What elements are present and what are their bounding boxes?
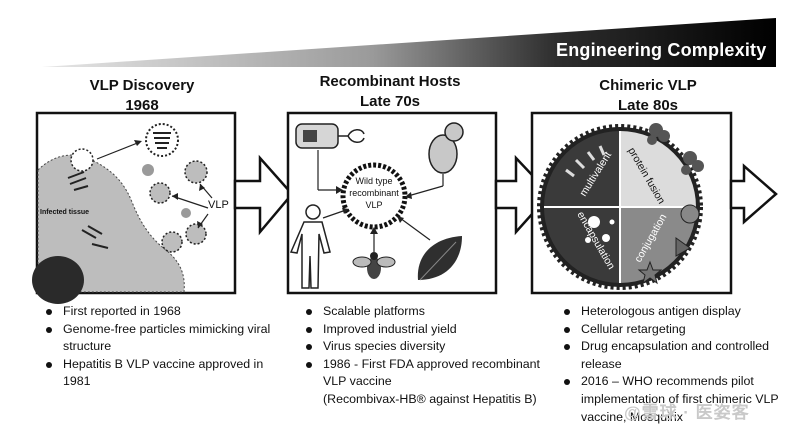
stage-title-chimeric-vlp: Chimeric VLP Late 80s (548, 76, 748, 116)
encapsulated-cargo (585, 216, 615, 243)
stage-name: Recombinant Hosts (319, 73, 461, 90)
stage-arrow-3 (729, 163, 778, 225)
bullet-item: First reported in 1968 (42, 303, 282, 321)
bullet-item: Heterologous antigen display (560, 303, 796, 321)
bullet-list-recombinant-hosts: Scalable platforms Improved industrial y… (302, 303, 547, 409)
bullet-item: Scalable platforms (302, 303, 547, 321)
quadrant-encapsulation (544, 207, 620, 283)
bullet-list-vlp-discovery: First reported in 1968 Genome-free parti… (42, 303, 282, 391)
bullet-item: Drug encapsulation and controlled releas… (560, 338, 796, 373)
nucleus-shape (32, 256, 84, 304)
stage-title-vlp-discovery: VLP Discovery 1968 (42, 76, 242, 116)
stage-arrow-1 (233, 154, 294, 236)
panel-recombinant-hosts: Wild type recombinant VLP (286, 111, 498, 295)
stage-name: Chimeric VLP (599, 77, 697, 94)
conjugate-triangle-icon (675, 237, 691, 257)
vlp-particles (142, 123, 208, 253)
stage-title-recombinant-hosts: Recombinant Hosts Late 70s (290, 72, 490, 112)
conjugate-star-icon (637, 260, 663, 285)
bullet-list-chimeric-vlp: Heterologous antigen display Cellular re… (560, 303, 796, 426)
stage-year: Late 70s (359, 93, 421, 110)
center-label-line-3: VLP (365, 200, 382, 210)
panel-chimeric-vlp: multivalent protein fusion encapsulation… (530, 111, 733, 295)
infected-tissue-label: Infected tissue (40, 209, 89, 216)
bacterium-icon (295, 123, 365, 149)
center-label-line-1: Wild type (355, 176, 392, 186)
human-icon (289, 204, 331, 289)
yeast-icon (428, 122, 464, 174)
center-label-line-2: recombinant (349, 188, 399, 198)
bullet-item: Improved industrial yield (302, 321, 547, 339)
vlp-label: VLP (208, 199, 229, 211)
bullet-item: Genome-free particles mimicking viral st… (42, 321, 282, 356)
leaf-icon (417, 236, 462, 281)
host-arrows (317, 150, 444, 252)
stage-name: VLP Discovery (89, 77, 195, 94)
banner-title: Engineering Complexity (556, 40, 767, 60)
protein-structure-icons (647, 123, 704, 175)
bullet-item: Cellular retargeting (560, 321, 796, 339)
quadrant-conjugation (620, 207, 696, 283)
viral-fragments (67, 171, 109, 249)
complexity-wedge (42, 18, 776, 67)
bullet-item: Hepatitis B VLP vaccine approved in 1981 (42, 356, 282, 391)
stage-year: 1968 (125, 97, 159, 114)
conjugate-sphere-icon (680, 204, 700, 224)
panel-vlp-discovery: Infected tissue VLP (32, 111, 237, 304)
bullet-continuation: (Recombivax-HB® against Hepatitis B) (323, 391, 537, 406)
quadrant-protein-fusion (620, 131, 696, 207)
bullet-item: 2016 – WHO recommends pilot implementati… (560, 373, 796, 426)
watermark: @雪球 · 医姿客 (624, 403, 750, 422)
multivalent-marks (565, 145, 606, 178)
stage-year: Late 80s (617, 97, 679, 114)
fly-icon (352, 252, 396, 279)
bullet-item: 1986 - First FDA approved recombinant VL… (302, 356, 547, 391)
bullet-item: Virus species diversity (302, 338, 547, 356)
